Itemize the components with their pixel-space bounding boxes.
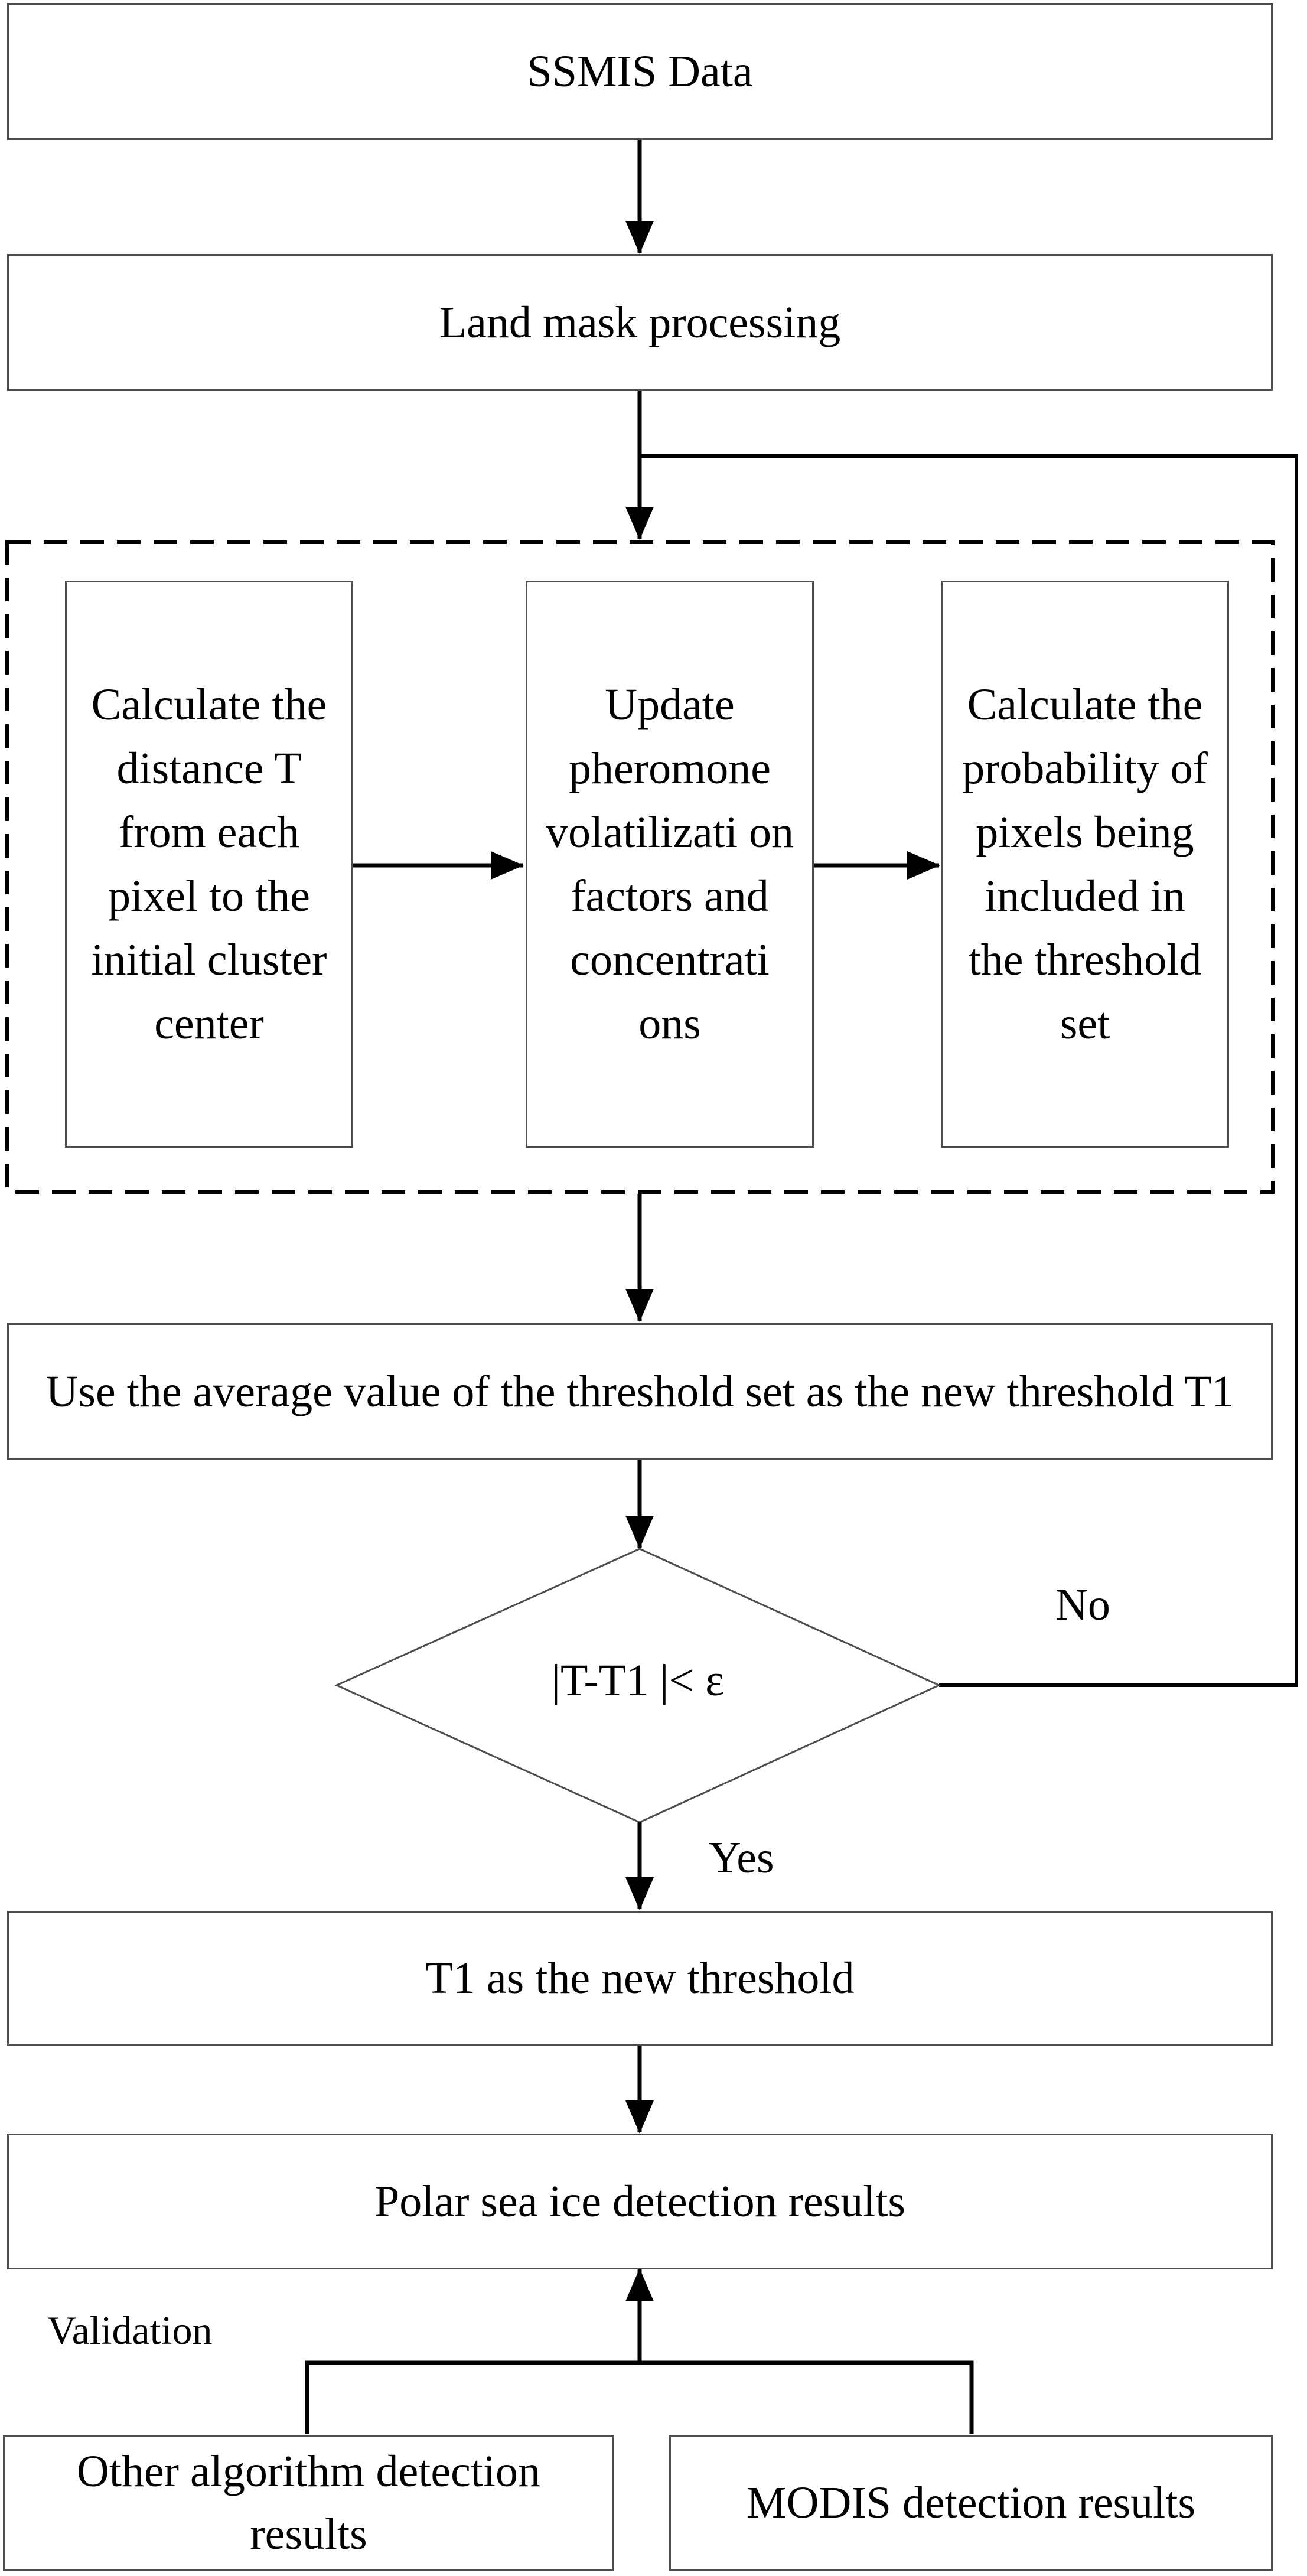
calc-probability-box: Calculate the probability of pixels bein… [941,581,1229,1148]
other-algorithm-box: Other algorithm detection results [3,2435,614,2571]
detection-results-label: Polar sea ice detection results [374,2177,905,2226]
ssmis-data-label: SSMIS Data [527,47,753,96]
detection-results-box: Polar sea ice detection results [7,2134,1273,2269]
modis-results-box: MODIS detection results [669,2435,1273,2571]
condition-label: |T-T1 |< ε [551,1656,725,1705]
validation-label: Validation [47,2308,213,2353]
calc-distance-label: Calculate the distance T from each pixel… [91,680,327,1048]
yes-label: Yes [709,1833,774,1883]
ssmis-data-box: SSMIS Data [7,3,1273,140]
average-threshold-box: Use the average value of the threshold s… [7,1323,1273,1460]
validation-connector [305,2360,974,2434]
other-algorithm-label: Other algorithm detection results [76,2447,541,2559]
modis-results-label: MODIS detection results [747,2478,1195,2528]
new-threshold-label: T1 as the new threshold [425,1953,855,2003]
loop-dashed-border [5,540,1275,1194]
feedback-no-line [640,454,1298,1687]
calc-distance-box: Calculate the distance T from each pixel… [65,581,353,1148]
no-label: No [1055,1580,1110,1630]
new-threshold-box: T1 as the new threshold [7,1911,1273,2046]
update-pheromone-label: Update pheromone volatilizati on factors… [545,680,794,1048]
land-mask-label: Land mask processing [439,298,841,347]
calc-probability-label: Calculate the probability of pixels bein… [962,680,1208,1048]
land-mask-box: Land mask processing [7,254,1273,391]
average-threshold-label: Use the average value of the threshold s… [45,1367,1234,1416]
update-pheromone-box: Update pheromone volatilizati on factors… [526,581,814,1148]
